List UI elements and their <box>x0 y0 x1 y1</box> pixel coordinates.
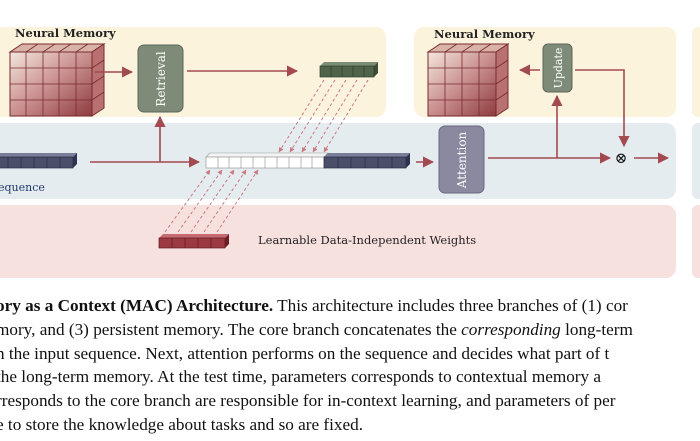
persistent-label: Learnable Data-Independent Weights <box>258 233 476 247</box>
caption-line-1: ory as a Context (MAC) Architecture. Thi… <box>0 294 700 318</box>
caption-line-3: n the input sequence. Next, attention pe… <box>0 343 610 363</box>
update-box: Update <box>542 43 573 93</box>
persistent-panel <box>0 205 676 278</box>
neural-memory-cube-right <box>426 43 510 117</box>
attention-label: Attention <box>455 131 469 189</box>
persistent-panel-edge <box>692 205 700 278</box>
caption-line-2: mory, and (3) persistent memory. The cor… <box>0 318 700 342</box>
mac-architecture-figure: Neural Memory Neural Memory Retrieval <box>0 26 700 278</box>
flow-arrows <box>90 64 670 168</box>
concatenated-sequence-tokens <box>205 152 410 169</box>
figure-caption: ory as a Context (MAC) Architecture. Thi… <box>0 294 700 437</box>
caption-line-5: rresponds to the core branch are respons… <box>0 391 616 411</box>
combine-symbol: ⊗ <box>615 149 628 167</box>
caption-text: mory, and (3) persistent memory. The cor… <box>0 319 462 339</box>
persistent-memory-tokens <box>158 234 229 249</box>
retrieval-box: Retrieval <box>137 44 184 113</box>
update-label: Update <box>552 48 565 89</box>
neural-memory-cube-left <box>8 43 106 117</box>
sequence-label: equence <box>0 181 45 194</box>
caption-text: This architecture includes three branche… <box>273 296 628 315</box>
input-sequence-tokens <box>0 153 77 169</box>
retrieval-label: Retrieval <box>154 51 168 107</box>
caption-title: ory as a Context (MAC) Architecture. <box>0 296 274 315</box>
caption-text: long-term <box>560 319 633 339</box>
core-panel-edge <box>692 123 700 199</box>
right-panel-title: Neural Memory <box>434 27 535 41</box>
caption-line-4: the long-term memory. At the test time, … <box>0 367 602 387</box>
caption-emphasis: corresponding <box>461 319 561 339</box>
left-panel-title: Neural Memory <box>15 26 116 40</box>
retrieved-memory-tokens <box>319 62 378 78</box>
caption-line-6: e to store the knowledge about tasks and… <box>0 414 364 434</box>
attention-box: Attention <box>438 125 485 194</box>
memory-panel-edge <box>692 27 700 117</box>
dashed-arrows <box>164 79 369 233</box>
